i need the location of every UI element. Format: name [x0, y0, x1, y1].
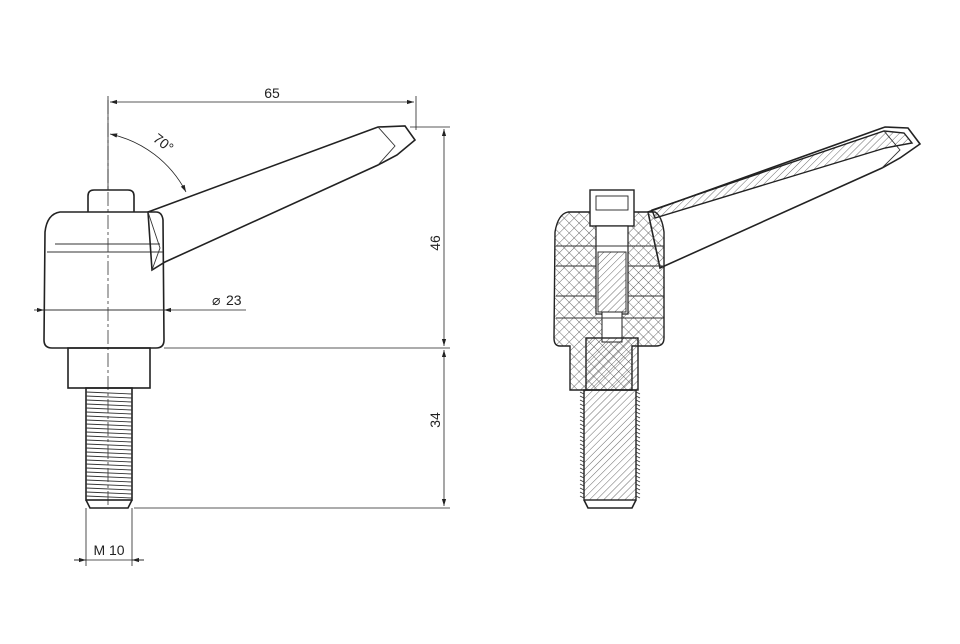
dim-height-head-label: 46 [427, 235, 443, 251]
thread [85, 387, 133, 509]
dim-thread-label: M 10 [93, 542, 124, 558]
dim-diameter: ⌀ 23 [34, 292, 246, 313]
lever-arm [147, 125, 417, 272]
top-pin [87, 189, 135, 212]
section-lever [647, 126, 922, 270]
neck [67, 347, 151, 389]
dim-width-label: 65 [264, 85, 280, 101]
section-view [553, 126, 922, 509]
dim-angle-label: 70° [150, 130, 177, 156]
dim-width: 65 [107, 85, 417, 190]
dim-diameter-symbol: ⌀ [212, 292, 221, 308]
hub-body [43, 211, 165, 349]
dim-thread: M 10 [74, 508, 144, 566]
section-shaft [585, 337, 639, 391]
dim-height-thread-label: 34 [427, 412, 443, 428]
dim-height: 46 34 [134, 126, 450, 509]
dim-angle: 70° [109, 130, 187, 193]
dim-diameter-label: 23 [226, 292, 242, 308]
section-thread [583, 389, 637, 501]
side-view [43, 100, 417, 509]
